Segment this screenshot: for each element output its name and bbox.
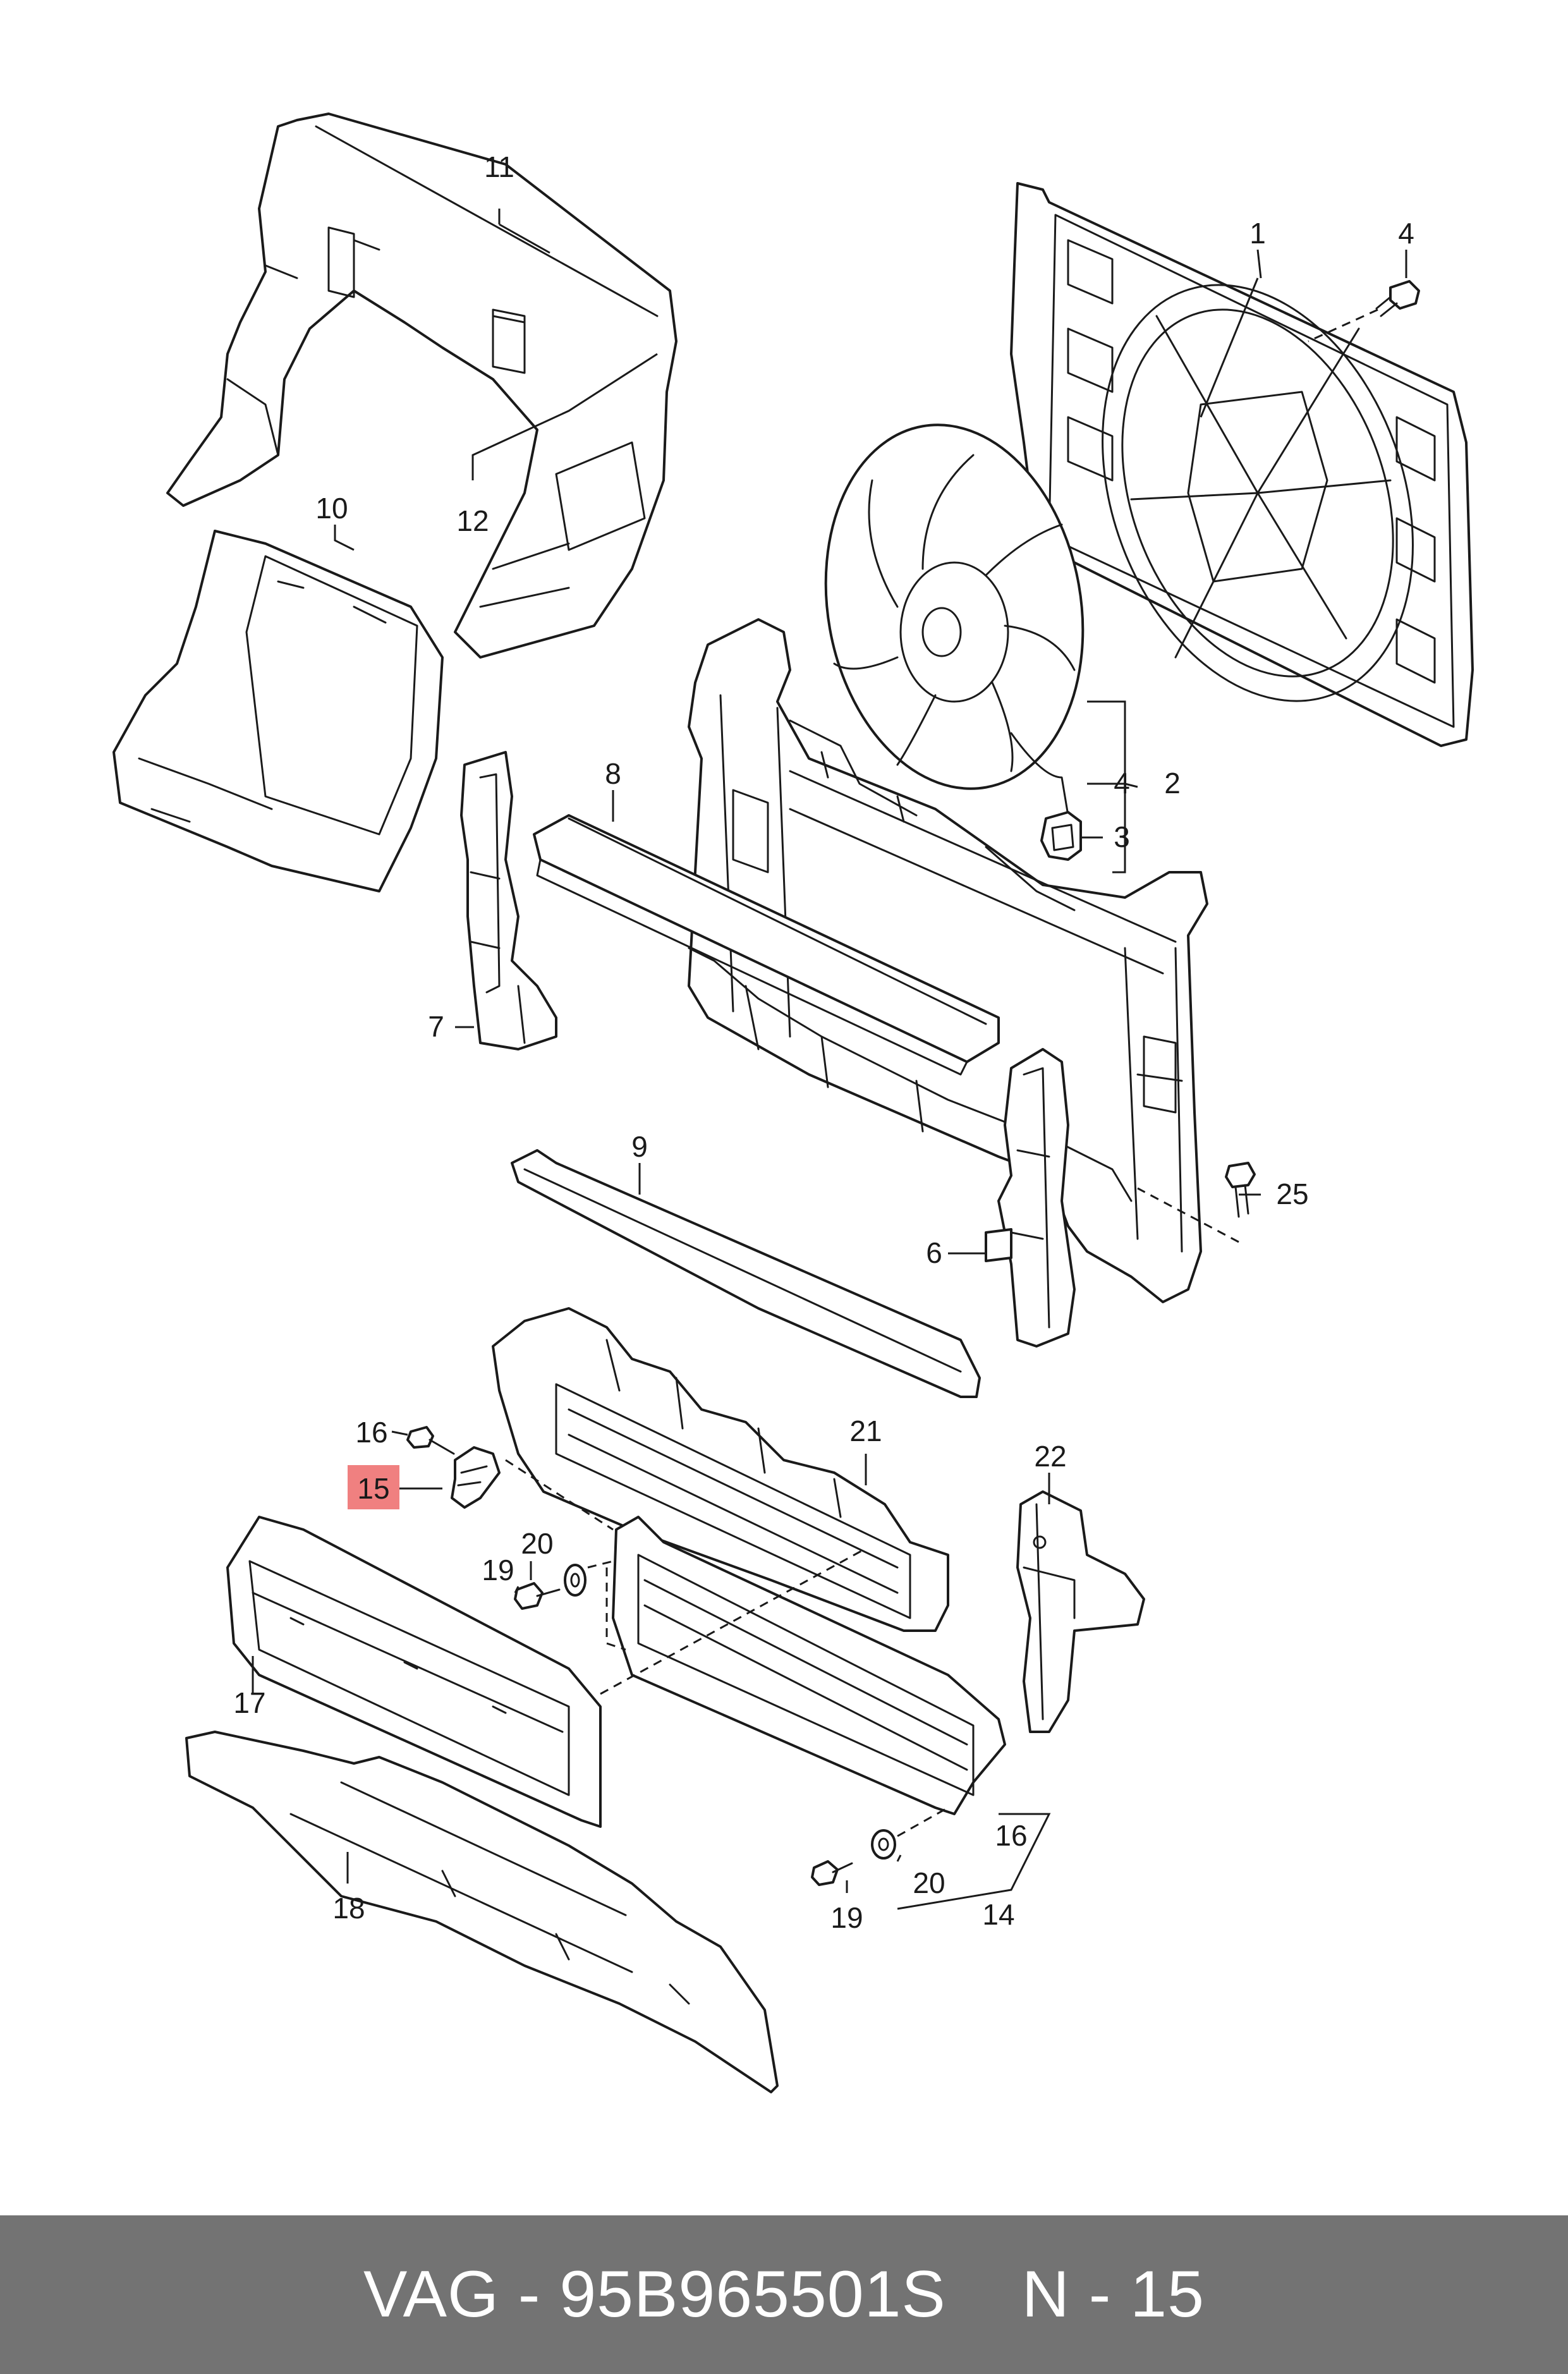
leader-lines: [252, 209, 1407, 1910]
callout-20-upper: 20: [521, 1527, 553, 1560]
callout-labels: 1 4 11 12 10 8 4 2 3 7 9 25 6 16 21 22 1…: [233, 150, 1414, 1934]
callout-1: 1: [1249, 217, 1266, 250]
callout-3: 3: [1114, 820, 1130, 853]
callout-7: 7: [428, 1010, 444, 1043]
callout-16-lower: 16: [995, 1819, 1027, 1852]
carrier-frame: [688, 618, 1208, 1303]
callout-4-fan: 4: [1114, 767, 1130, 800]
part-6-side-seal: [985, 1048, 1076, 1348]
parts-diagram: 1 4 11 12 10 8 4 2 3 7 9 25 6 16 21 22 1…: [112, 113, 1474, 2093]
part-1-fan-shroud: [1010, 182, 1474, 747]
callout-18: 18: [332, 1892, 365, 1925]
callout-20-lower: 20: [913, 1866, 945, 1899]
part-20-washer-upper: [564, 1564, 586, 1597]
callout-6: 6: [926, 1236, 942, 1269]
callout-15-highlight: [348, 1465, 399, 1509]
callout-10: 10: [315, 492, 348, 525]
callout-19-upper: 19: [482, 1554, 514, 1586]
part-7-side-seal: [460, 751, 557, 1050]
part-4-screw: [1308, 280, 1420, 343]
part-14-air-guide: [612, 1516, 1006, 1815]
part-10-air-duct: [112, 530, 444, 892]
part-16-screw: [406, 1426, 455, 1455]
callout-8: 8: [605, 757, 621, 790]
assembly-line-upper: [587, 1560, 626, 1651]
part-11-air-duct: [166, 113, 678, 659]
part-18-lower-panel: [185, 1731, 779, 2093]
part-17-grille-frame: [226, 1516, 602, 1828]
callout-12: 12: [456, 504, 489, 537]
footer-bar: VAG - 95B965501S N - 15: [0, 2215, 1568, 2374]
part-25-screw: [1137, 1162, 1256, 1243]
callout-25: 25: [1276, 1178, 1308, 1210]
callout-2: 2: [1164, 767, 1181, 800]
part-8-cross-member: [533, 814, 1000, 1076]
footer-part-number: VAG - 95B965501S: [363, 2258, 946, 2331]
callout-15: 15: [357, 1472, 389, 1505]
part-19-screw-upper: [514, 1582, 561, 1610]
part-15-sensor: [451, 1446, 614, 1531]
part-22-bracket: [1016, 1490, 1145, 1733]
assembly-line-lower: [897, 1806, 949, 1837]
part-20-washer-lower: [871, 1829, 896, 1860]
callout-21: 21: [849, 1415, 882, 1447]
callout-17: 17: [233, 1686, 265, 1719]
assembly-line-17: [600, 1547, 866, 1695]
callout-19-lower: 19: [830, 1901, 863, 1934]
callout-9: 9: [631, 1130, 648, 1163]
part-3-connector: [1040, 811, 1082, 861]
callout-16-upper: 16: [355, 1416, 387, 1449]
callout-14: 14: [982, 1898, 1014, 1931]
part-9-seal-strip: [511, 1149, 981, 1398]
part-21-bumper-carrier: [492, 1307, 949, 1632]
part-19-screw-lower: [811, 1860, 853, 1886]
part-2-fan: [824, 423, 1085, 817]
callout-4-screw: 4: [1398, 217, 1414, 250]
callout-22: 22: [1034, 1440, 1066, 1473]
callout-11: 11: [484, 150, 514, 183]
footer-reference: N - 15: [1021, 2258, 1205, 2331]
